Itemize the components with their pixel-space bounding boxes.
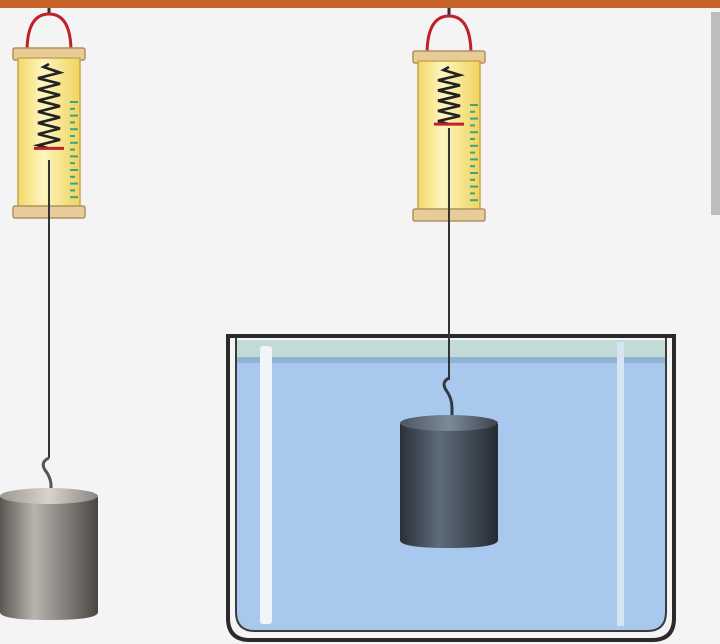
tank-outline xyxy=(226,336,676,642)
tank-inner-outline xyxy=(235,338,667,632)
tank-air-gap xyxy=(236,340,666,360)
weight-in-water xyxy=(400,415,498,548)
hanging-ring xyxy=(25,12,73,53)
weight-in-air xyxy=(0,488,98,620)
ceiling-rail xyxy=(0,0,720,8)
weight-top xyxy=(400,415,498,431)
weight-hook xyxy=(41,456,53,492)
weight-body xyxy=(0,497,98,620)
weight-top xyxy=(0,488,98,504)
spring-coil xyxy=(437,65,465,126)
water-surface xyxy=(236,357,666,363)
balance-in-air xyxy=(12,8,86,492)
spring-coil xyxy=(32,62,65,150)
weight-body xyxy=(400,424,498,548)
hanging-ring xyxy=(425,14,473,56)
weight-hook xyxy=(442,376,454,418)
balance-in-water xyxy=(412,8,486,222)
edge-strip xyxy=(711,12,720,215)
glass-highlight-right xyxy=(617,342,624,626)
glass-highlight-left xyxy=(260,346,272,624)
scale-ticks xyxy=(470,104,478,202)
scale-ticks xyxy=(70,101,78,199)
